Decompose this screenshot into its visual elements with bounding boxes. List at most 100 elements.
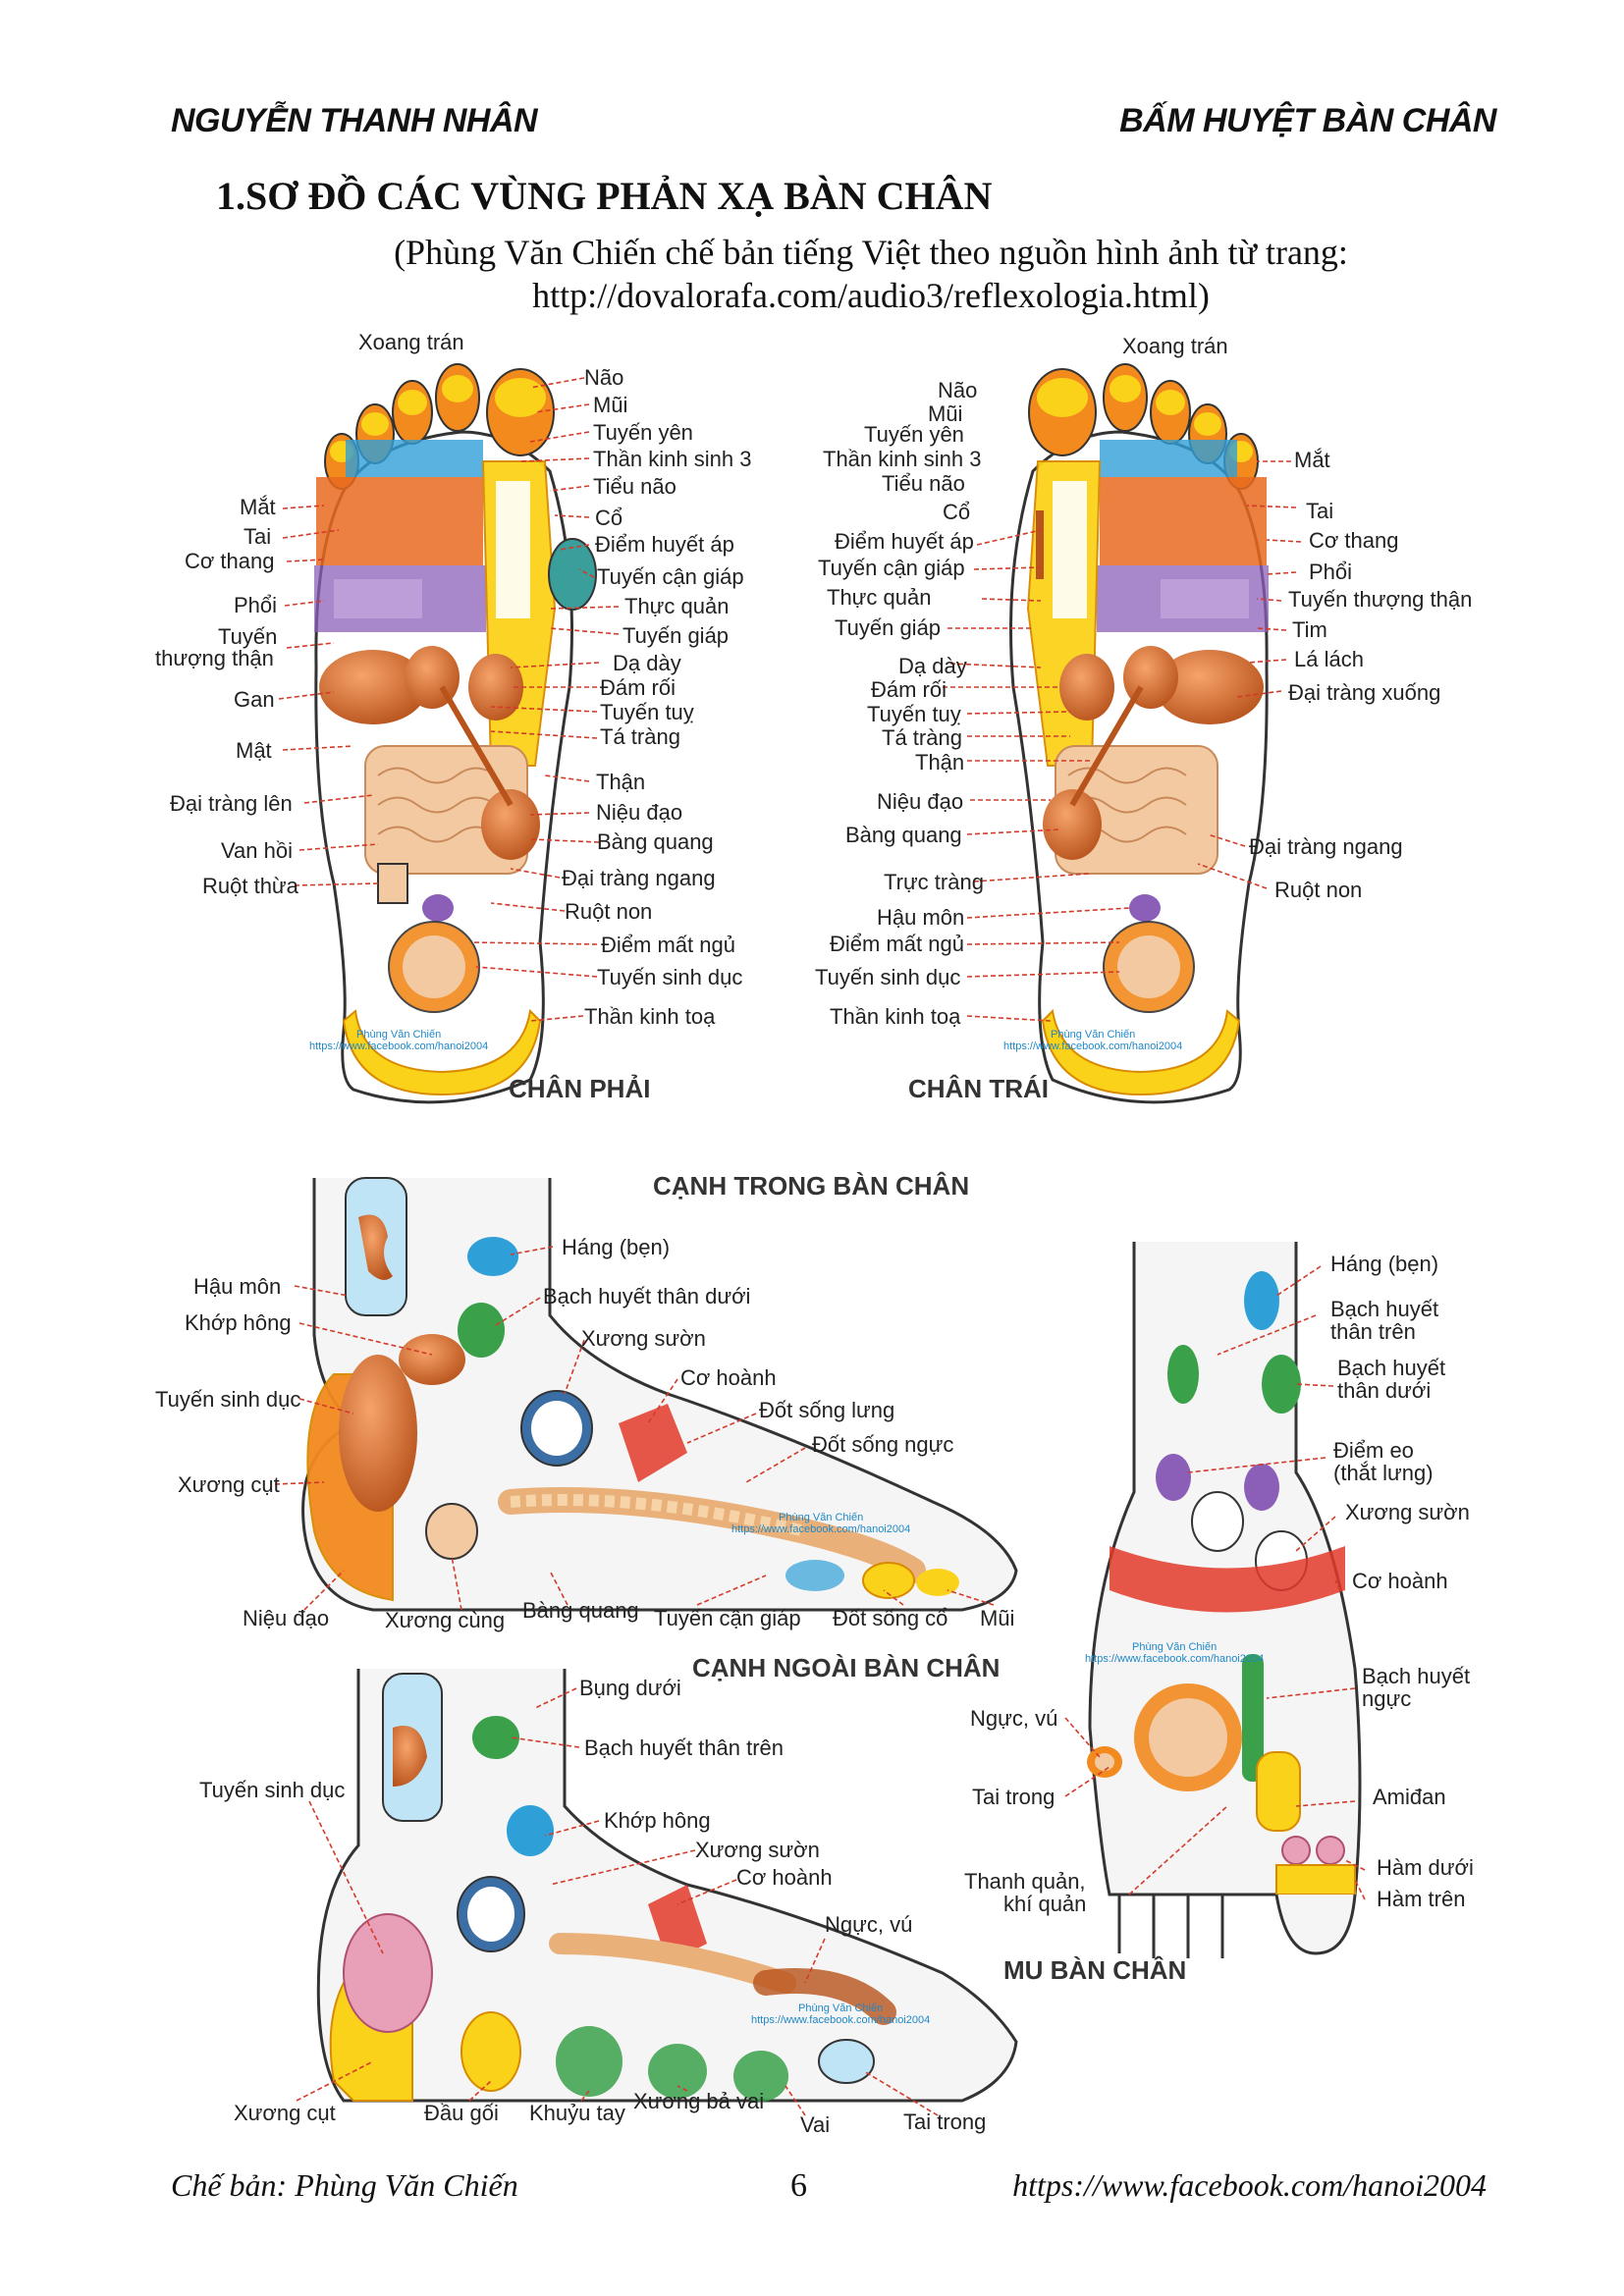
lf-label-ruot-non: Ruột non (1274, 878, 1363, 902)
top-label-tai-trong: Tai trong (972, 1785, 1056, 1809)
out-label-xuong-suon: Xương sườn (695, 1838, 820, 1862)
rf-label-xoang-tran: Xoang trán (358, 330, 464, 354)
lf-label-tuyen-sinh-duc: Tuyến sinh dục (815, 965, 961, 989)
lf-label-dam-roi: Đám rối (871, 677, 947, 702)
rf-label-tuyen-sinh-duc: Tuyến sinh dục (597, 965, 743, 989)
top-foot-diagram (1087, 1242, 1362, 1958)
lf-label-nieu-dao: Niệu đạo (877, 789, 964, 814)
lf-label-la-lach: Lá lách (1294, 647, 1364, 671)
top-label-amidan: Amiđan (1373, 1785, 1446, 1809)
rf-label-tuyen-giap: Tuyến giáp (623, 623, 730, 648)
rf-label-tai: Tai (244, 524, 272, 549)
in-label-tuyen-sinh-duc: Tuyến sinh dục (155, 1387, 301, 1412)
rf-label-mat-gall: Mật (236, 738, 272, 763)
out-label-khop-hong: Khớp hông (604, 1808, 711, 1833)
lf-label-than: Thận (915, 750, 965, 774)
footer-url: https://www.facebook.com/hanoi2004 (1012, 2167, 1487, 2203)
lf-label-tuyen-thuong-than: Tuyến thượng thận (1288, 587, 1473, 612)
lf-label-co-thang: Cơ thang (1309, 528, 1399, 553)
lf-label-tuyen-tuy: Tuyến tuỵ (867, 702, 961, 726)
rf-label-ruot-thua: Ruột thừa (202, 874, 298, 898)
leader-lines (274, 377, 1366, 2116)
lf-label-diem-huyet-ap: Điểm huyết áp (835, 529, 974, 554)
rf-label-gan: Gan (234, 687, 275, 712)
section-title: 1.SƠ ĐỒ CÁC VÙNG PHẢN XẠ BÀN CHÂN (216, 174, 993, 218)
footer-author: Chế bản: Phùng Văn Chiến (171, 2167, 518, 2203)
top-label-xuong-suon: Xương sườn (1345, 1500, 1470, 1524)
lf-label-than-kinh-toa: Thần kinh toạ (830, 1004, 961, 1029)
lf-label-bang-quang: Bàng quang (845, 823, 962, 847)
lf-label-tieu-nao: Tiểu não (882, 471, 965, 496)
lf-label-hau-mon: Hậu môn (877, 905, 965, 930)
inner-edge-diagram (301, 1177, 1018, 1612)
lf-label-truc-trang: Trực tràng (884, 870, 984, 894)
rf-label-ta-trang: Tá tràng (600, 724, 680, 749)
rf-label-diem-huyet-ap: Điểm huyết áp (595, 532, 734, 557)
rf-label-tuyen-can-giap: Tuyến cận giáp (597, 564, 744, 589)
rf-label-co-thang: Cơ thang (185, 549, 275, 573)
out-label-co-hoanh: Cơ hoành (736, 1865, 833, 1890)
rf-label-dam-roi: Đám rối (600, 675, 677, 700)
right-foot-diagram (314, 363, 597, 1104)
lf-label-mat-eye: Mắt (1294, 448, 1330, 472)
out-label-nguc-vu: Ngực, vú (825, 1912, 913, 1937)
top-label-ham-duoi: Hàm dưới (1377, 1855, 1474, 1880)
rf-label-than-kinh-sinh-3: Thần kinh sinh 3 (593, 447, 752, 471)
outer-edge-diagram (316, 1669, 1018, 2103)
rf-label-dai-trang-ngang: Đại tràng ngang (562, 866, 716, 890)
in-label-tuyen-can-giap: Tuyến cận giáp (654, 1606, 801, 1630)
top-label-ham-tren: Hàm trên (1377, 1887, 1466, 1911)
out-label-xuong-cut: Xương cụt (234, 2101, 336, 2125)
lf-label-tai: Tai (1306, 499, 1334, 523)
top-label-nguc-vu: Ngực, vú (970, 1706, 1058, 1731)
rf-label-thuc-quan: Thực quản (624, 594, 730, 618)
in-label-xuong-cut: Xương cụt (178, 1472, 280, 1497)
top-label-bh-than-tren-1: Bạch huyết (1330, 1297, 1439, 1321)
top-label-bh-than-duoi-1: Bạch huyết (1337, 1356, 1446, 1380)
lf-label-xoang-tran: Xoang trán (1122, 334, 1228, 358)
lf-label-co: Cổ (943, 500, 971, 524)
rf-label-tuyen-than-1: Tuyến (218, 624, 278, 649)
in-label-xuong-cung: Xương cùng (385, 1608, 506, 1632)
lf-label-diem-mat-ngu: Điểm mất ngủ (830, 932, 964, 956)
rf-label-ruot-non: Ruột non (565, 899, 653, 924)
top-label-co-hoanh: Cơ hoành (1352, 1569, 1448, 1593)
lf-label-thuc-quan: Thực quản (827, 585, 932, 610)
in-label-dot-song-lung: Đốt sống lưng (759, 1398, 895, 1422)
rf-label-nao: Não (584, 365, 624, 390)
lf-label-ta-trang: Tá tràng (882, 725, 962, 750)
top-label-bh-nguc-1: Bạch huyết (1362, 1664, 1471, 1688)
rf-label-tuyen-than-2: thượng thận (155, 646, 274, 670)
out-label-tai-trong: Tai trong (903, 2109, 987, 2134)
top-label-diem-eo-2: (thắt lưng) (1333, 1461, 1434, 1485)
rf-label-mat-eye: Mắt (240, 495, 276, 519)
rf-label-dai-trang-len: Đại tràng lên (170, 791, 293, 816)
in-label-dot-song-co: Đốt sống cổ (833, 1606, 948, 1630)
header-book-title: BẤM HUYỆT BÀN CHÂN (1119, 102, 1496, 139)
out-label-vai: Vai (800, 2112, 831, 2137)
rf-label-bang-quang: Bàng quang (597, 829, 714, 854)
rf-label-than: Thận (596, 770, 646, 794)
in-label-dot-song-nguc: Đốt sống ngực (812, 1432, 954, 1457)
rf-label-tieu-nao: Tiểu não (593, 474, 677, 499)
lf-label-mui: Mũi (928, 401, 963, 426)
in-label-xuong-suon: Xương sườn (581, 1326, 706, 1351)
out-label-dau-goi: Đầu gối (424, 2101, 499, 2125)
in-label-bach-huyet-than-duoi: Bạch huyết thân dưới (543, 1284, 751, 1308)
lf-label-dai-trang-ngang: Đại tràng ngang (1249, 834, 1403, 859)
lf-label-phoi: Phổi (1309, 560, 1353, 584)
out-label-xuong-ba-vai: Xương bả vai (633, 2089, 765, 2113)
caption-left-foot: CHÂN TRÁI (908, 1074, 1049, 1103)
subtitle-line-1: (Phùng Văn Chiến chế bản tiếng Việt theo… (394, 233, 1348, 272)
out-label-tuyen-sinh-duc: Tuyến sinh dục (199, 1778, 346, 1802)
rf-label-mui: Mũi (593, 393, 628, 417)
subtitle-line-2: http://dovalorafa.com/audio3/reflexologi… (532, 276, 1210, 315)
lf-label-tim: Tim (1292, 617, 1327, 642)
in-label-hau-mon: Hậu môn (193, 1274, 282, 1299)
page-number: 6 (790, 2167, 807, 2204)
lf-label-da-day: Dạ dày (898, 654, 967, 678)
